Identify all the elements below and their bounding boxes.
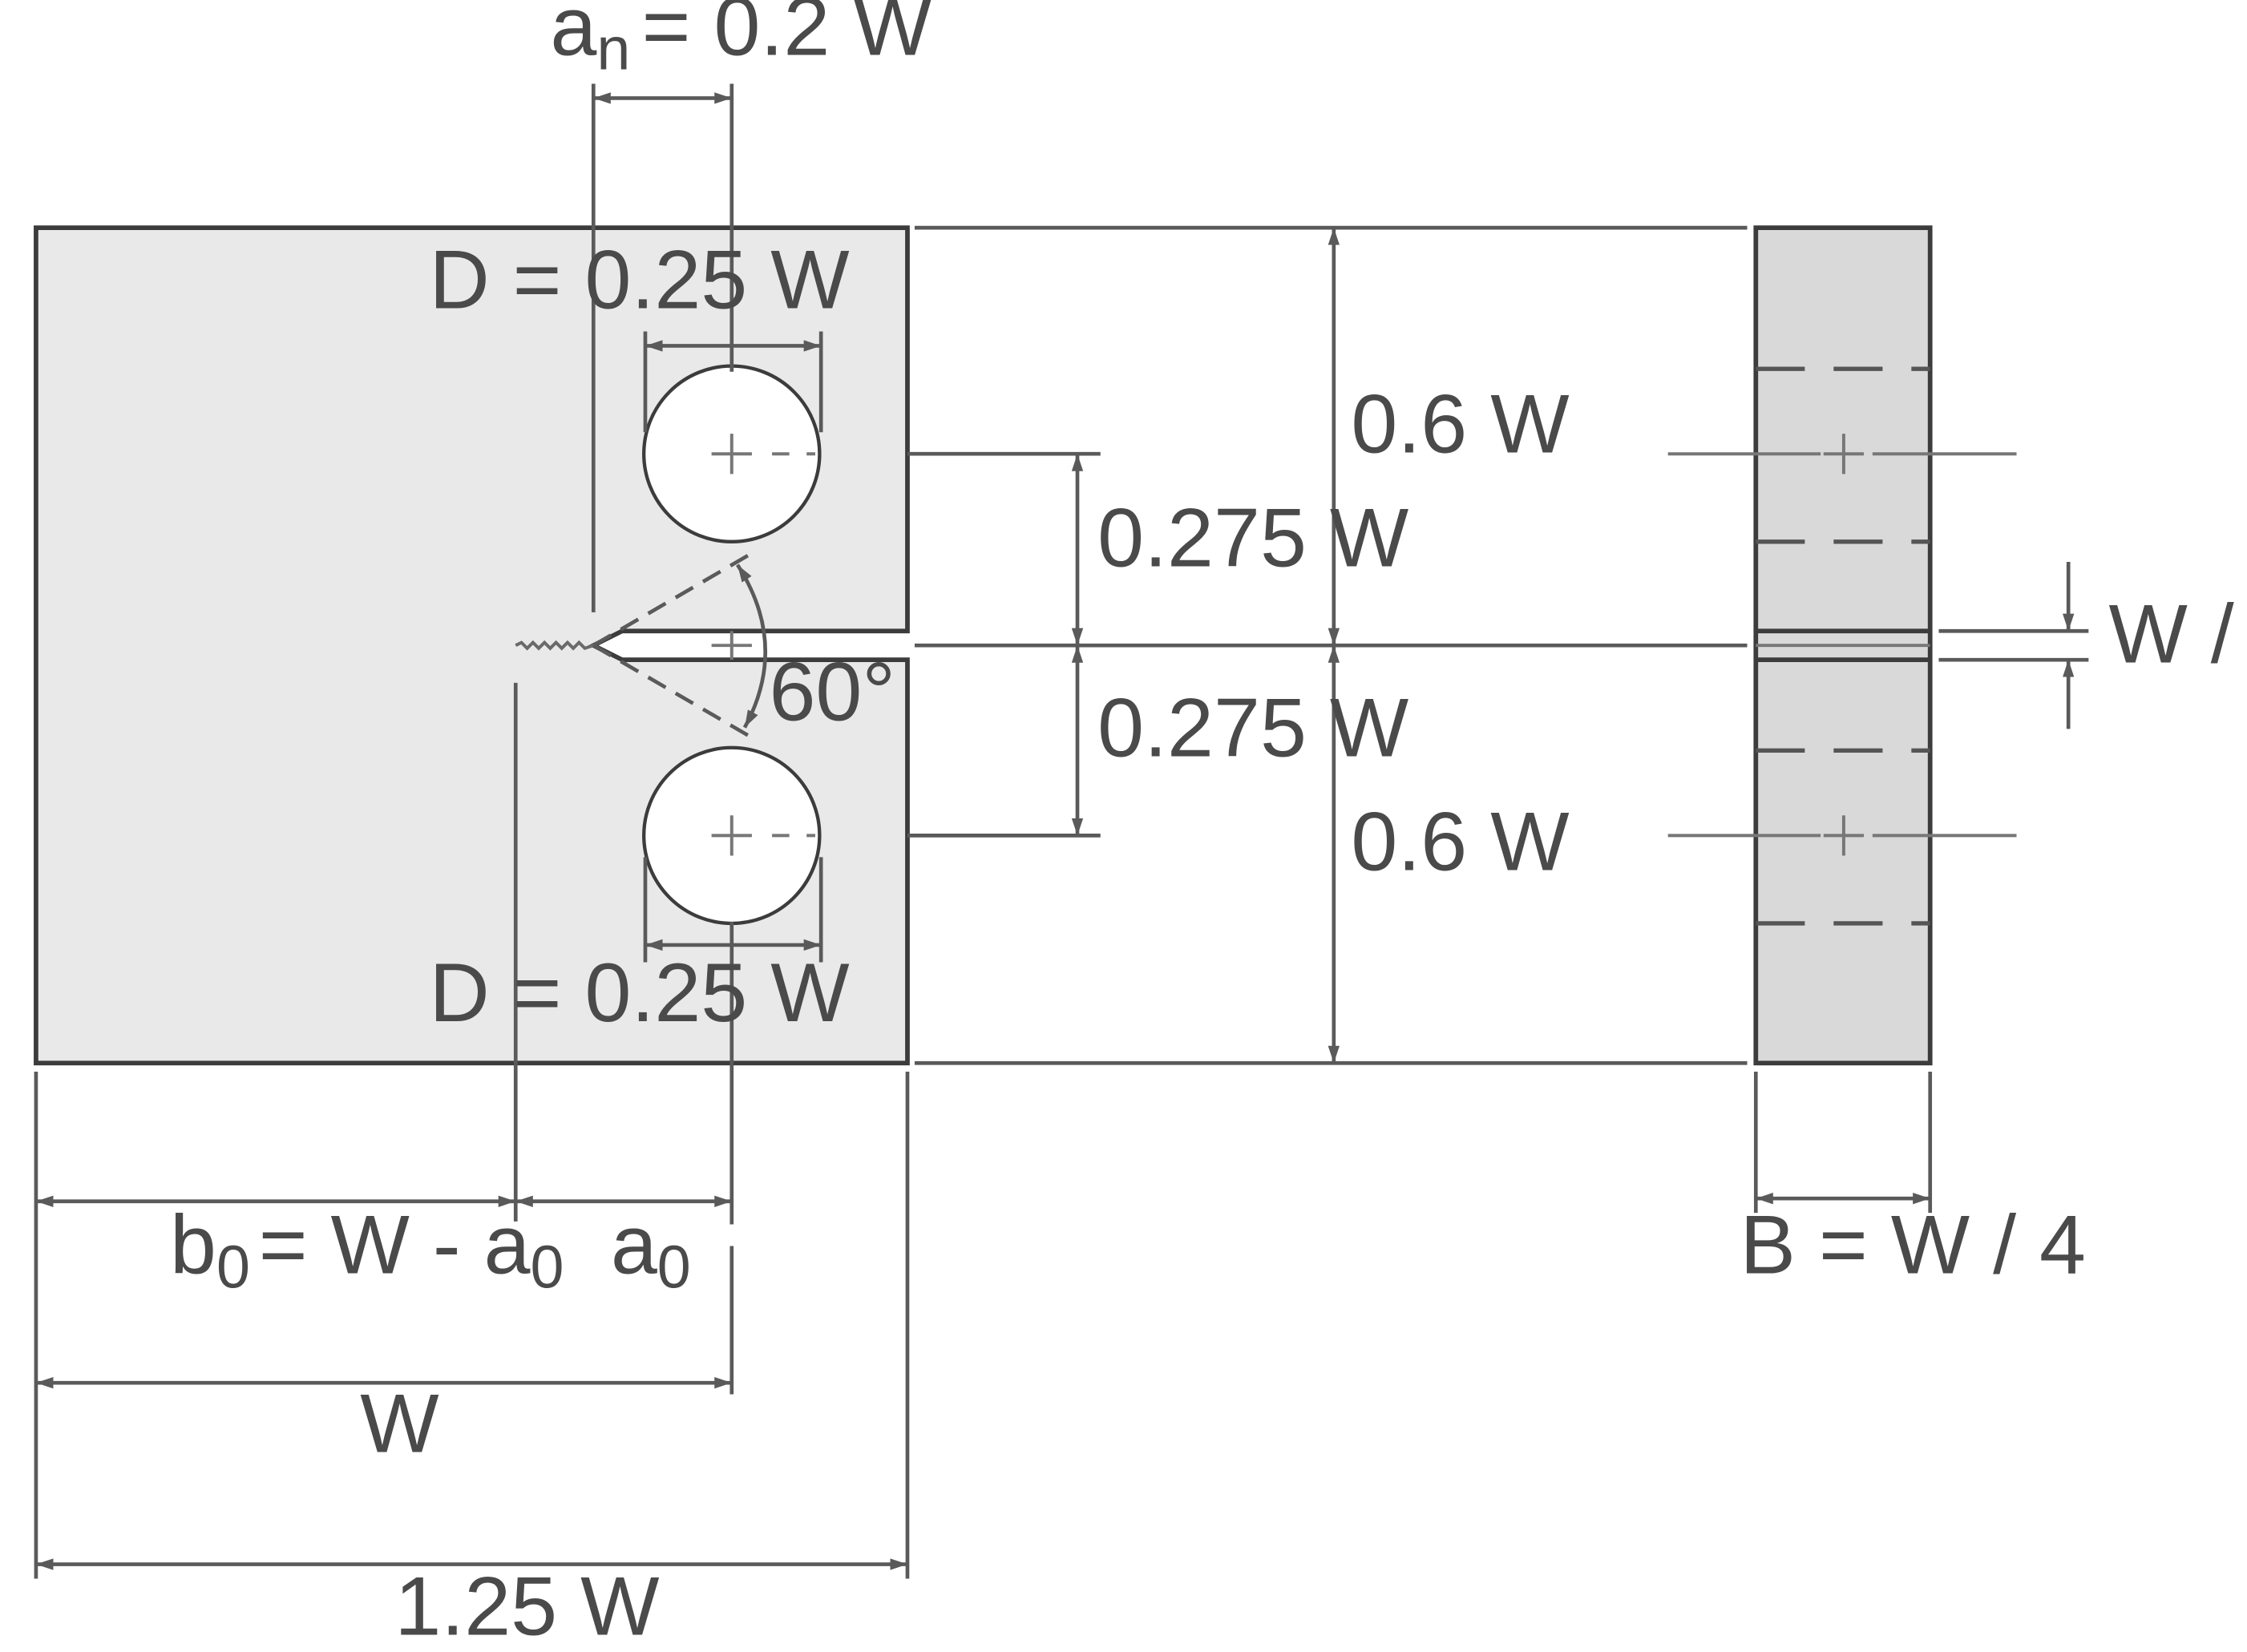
label-0275-bottom: 0.275 W — [1097, 682, 1408, 775]
notch-angle — [592, 551, 767, 740]
label-06-bottom: 0.6 W — [1351, 795, 1569, 888]
dimension-lines — [35, 92, 2075, 1570]
label-notch-width: W / 16 — [2109, 588, 2247, 681]
label-thickness: B = W / 4 — [1740, 1199, 2086, 1292]
label-0275-top: 0.275 W — [1097, 491, 1408, 584]
specimen-side-view — [1667, 225, 2017, 1066]
label-06-top: 0.6 W — [1351, 378, 1569, 471]
label-d-bottom: D = 0.25 W — [429, 947, 849, 1040]
label-angle: 60° — [769, 646, 895, 739]
label-an: an= 0.2 W — [550, 0, 932, 82]
notch-center-mark — [711, 631, 752, 660]
side-center-line-top — [1667, 434, 2017, 475]
label-b0: b0= W - a0 — [170, 1199, 564, 1301]
hole-center-mark-top — [711, 434, 815, 475]
label-w: W — [360, 1377, 438, 1470]
hole-center-mark-bottom — [711, 815, 815, 856]
label-d-top: D = 0.25 W — [429, 234, 849, 327]
label-125w: 1.25 W — [394, 1561, 659, 1648]
side-center-line-bottom — [1667, 815, 2017, 856]
fatigue-crack — [515, 640, 594, 651]
label-a0: a0 — [611, 1199, 691, 1301]
labels: an= 0.2 W D = 0.25 W D = 0.25 W 0.275 W … — [170, 0, 2247, 1652]
